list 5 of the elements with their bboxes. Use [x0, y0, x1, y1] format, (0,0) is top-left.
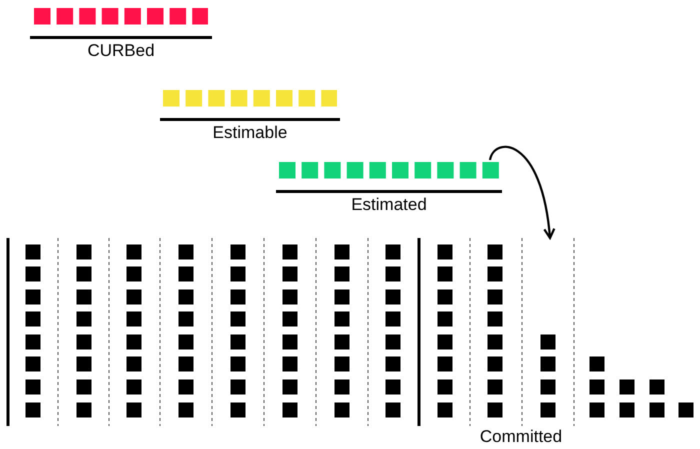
stage-label: Committed [480, 427, 562, 447]
stage-label: CURBed [87, 41, 155, 61]
stage-label: Estimated [351, 195, 427, 215]
arrow [488, 146, 555, 240]
stage-label: Estimable [212, 123, 288, 143]
